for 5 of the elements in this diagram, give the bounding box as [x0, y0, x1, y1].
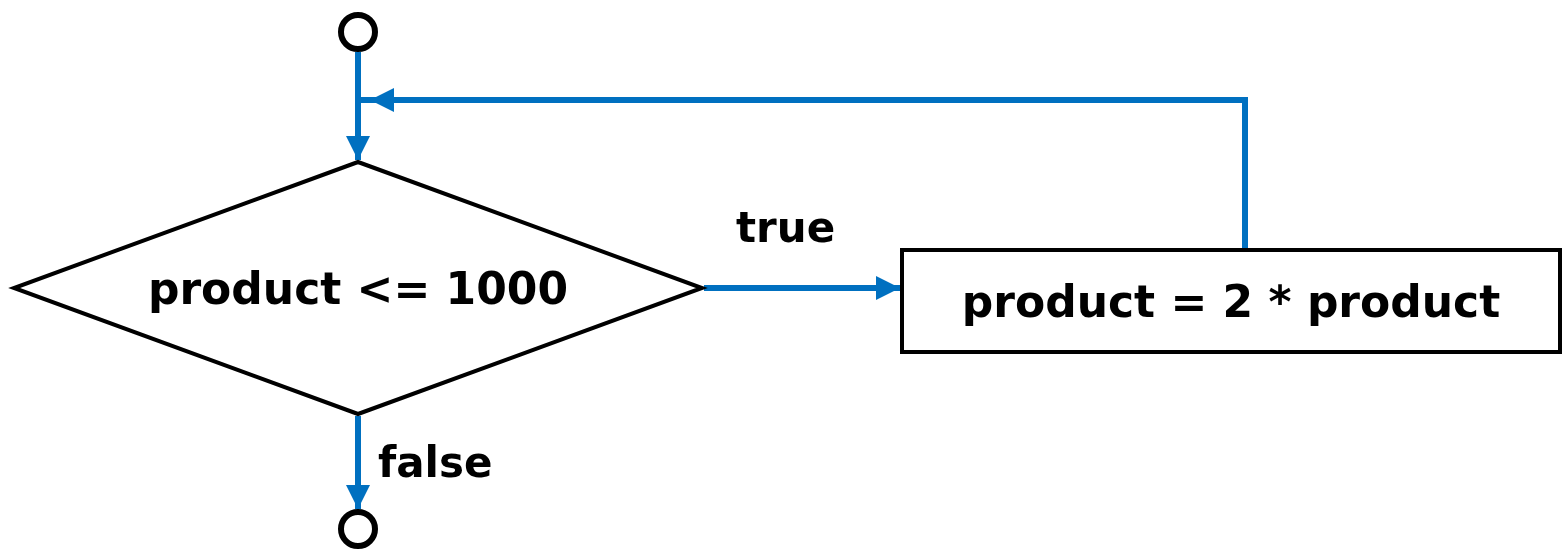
node-label: product = 2 * product: [961, 275, 1501, 327]
terminal-circle: [338, 509, 378, 549]
process-box: [900, 248, 1562, 354]
node-label: product <= 1000: [147, 262, 569, 314]
terminal-circle: [338, 12, 378, 52]
